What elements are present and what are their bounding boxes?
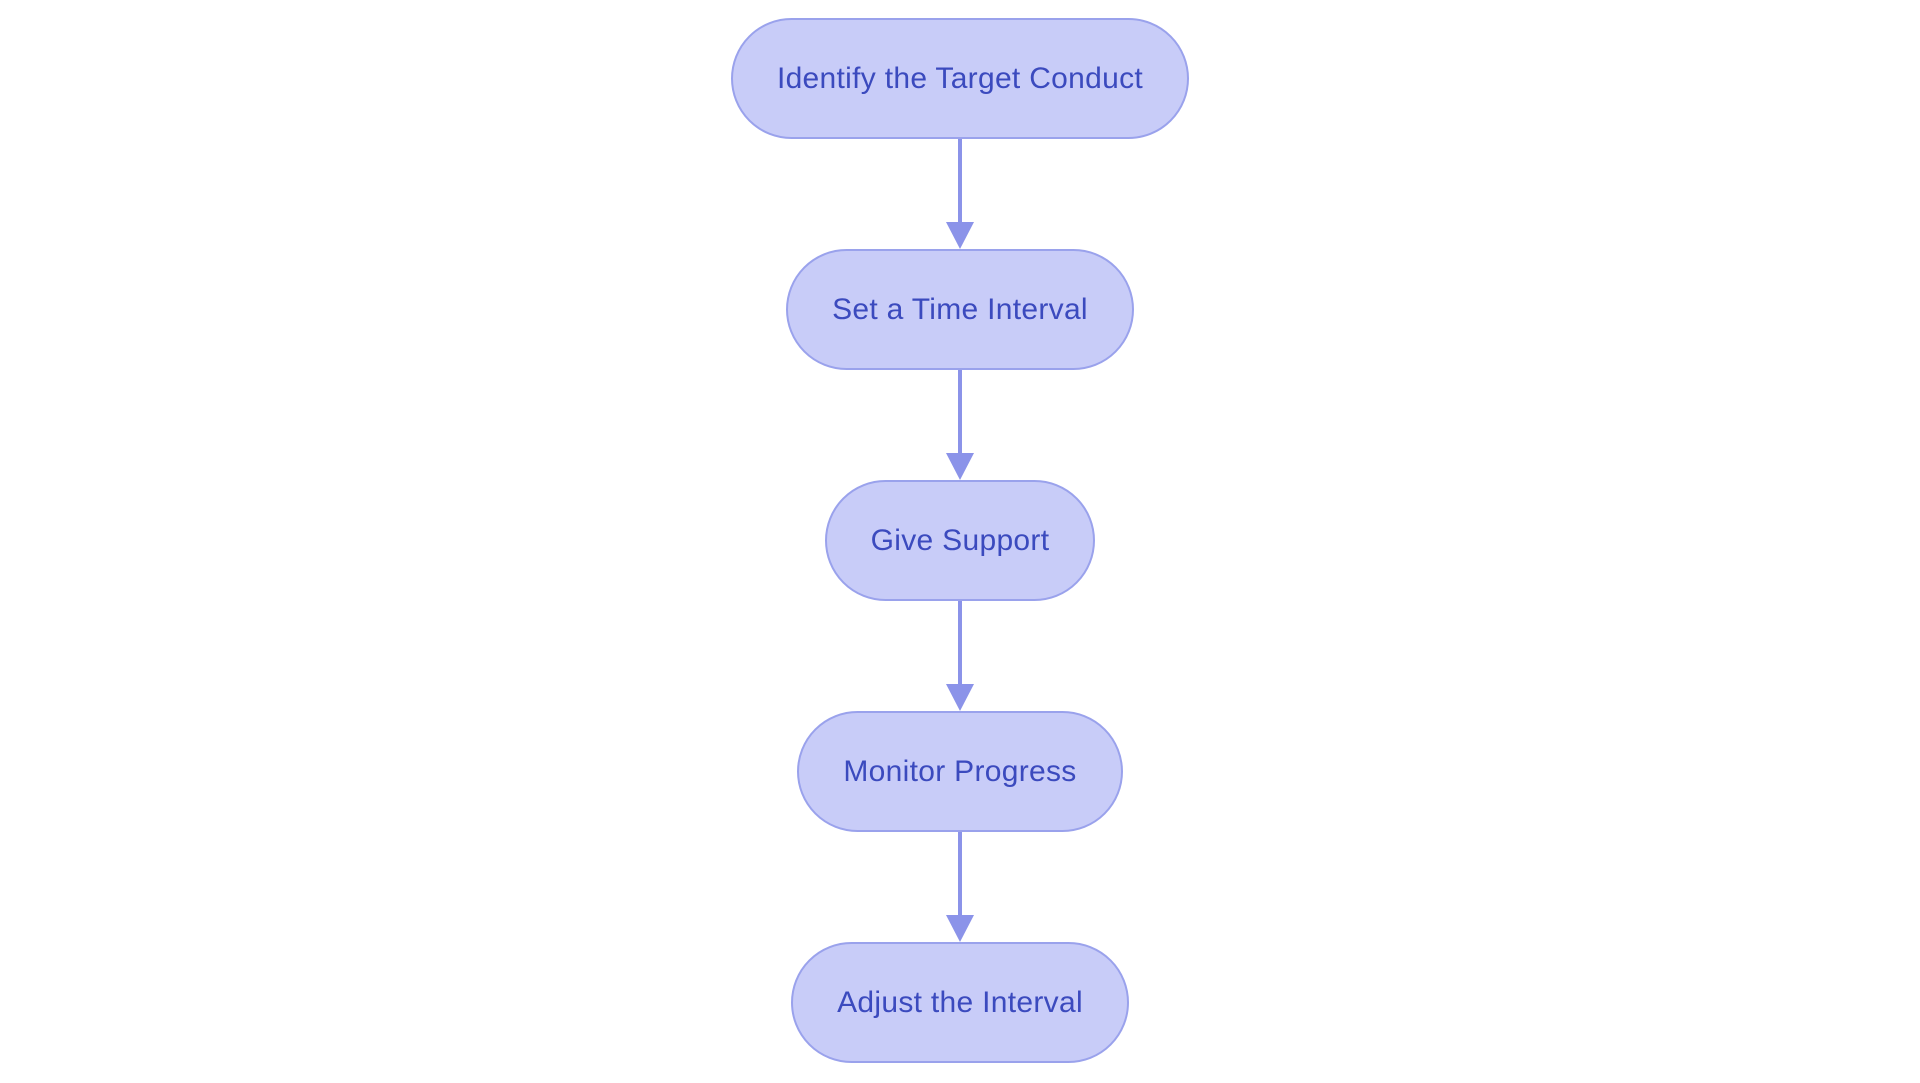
arrowhead-down-icon (946, 915, 974, 942)
connector-arrow-3 (946, 601, 974, 711)
flow-node-monitor-progress: Monitor Progress (797, 711, 1123, 832)
connector-arrow-2 (946, 370, 974, 480)
flow-node-label: Set a Time Interval (832, 292, 1088, 326)
arrow-stem (958, 370, 962, 453)
connector-arrow-1 (946, 139, 974, 249)
flow-node-label: Adjust the Interval (837, 985, 1083, 1019)
flow-node-label: Give Support (870, 523, 1050, 557)
arrow-stem (958, 139, 962, 222)
flow-node-label: Monitor Progress (843, 754, 1077, 788)
flow-node-label: Identify the Target Conduct (776, 61, 1144, 95)
flow-node-set-time-interval: Set a Time Interval (786, 249, 1134, 370)
arrow-stem (958, 832, 962, 915)
arrowhead-down-icon (946, 453, 974, 480)
flow-node-adjust-interval: Adjust the Interval (791, 942, 1129, 1063)
arrow-stem (958, 601, 962, 684)
connector-arrow-4 (946, 832, 974, 942)
arrowhead-down-icon (946, 222, 974, 249)
flow-node-identify-target-conduct: Identify the Target Conduct (730, 18, 1190, 139)
arrowhead-down-icon (946, 684, 974, 711)
flow-node-give-support: Give Support (824, 480, 1096, 601)
